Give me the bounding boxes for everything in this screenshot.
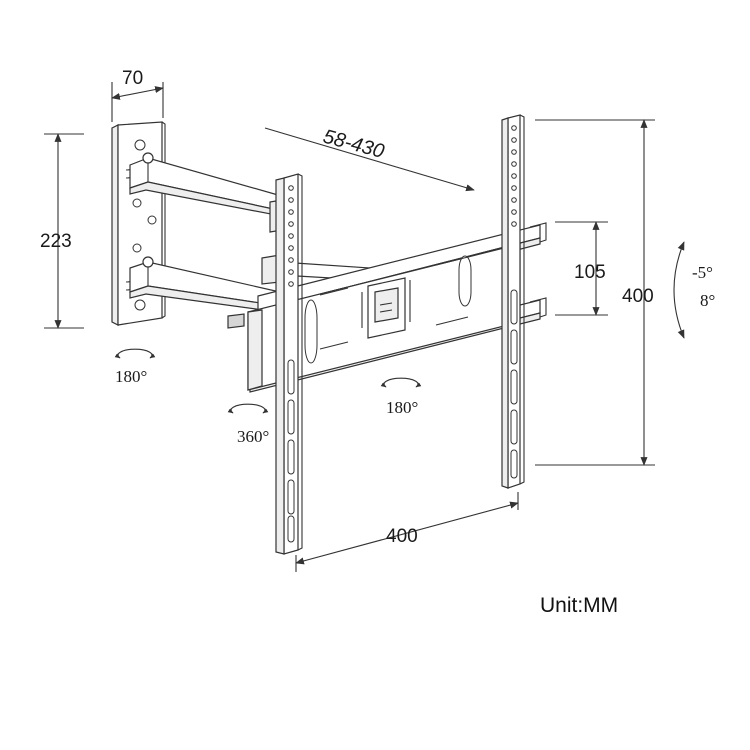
right-vesa-bracket bbox=[501, 114, 525, 489]
dimension-vesa-width: 400 bbox=[295, 492, 519, 572]
central-mount-plate bbox=[247, 243, 521, 391]
dimension-wall-plate-height: 223 bbox=[40, 133, 84, 329]
dimension-label-105: 105 bbox=[574, 262, 606, 283]
left-vesa-bracket bbox=[275, 173, 303, 555]
lower-arm bbox=[129, 254, 401, 329]
dimension-rail-spacing: 105 bbox=[555, 221, 608, 316]
tilt-indicator: -5° 8° bbox=[673, 241, 715, 339]
rotation-label-arm: 360° bbox=[237, 427, 269, 446]
dimension-label-58-430: 58-430 bbox=[321, 126, 387, 163]
unit-label: Unit:MM bbox=[540, 594, 618, 617]
tilt-down-label: 8° bbox=[700, 291, 715, 310]
dimension-label-400-height: 400 bbox=[622, 286, 654, 307]
rotation-indicator-arm: 360° bbox=[227, 403, 269, 446]
rotation-label-wall: 180° bbox=[115, 367, 147, 386]
rotation-indicator-wall: 180° bbox=[114, 348, 156, 386]
dimension-label-223: 223 bbox=[40, 231, 72, 252]
dimension-label-400-width: 400 bbox=[386, 526, 418, 547]
tilt-up-label: -5° bbox=[692, 263, 713, 282]
dimension-label-70: 70 bbox=[122, 68, 143, 89]
dimension-wall-plate-depth: 70 bbox=[111, 68, 164, 122]
rotation-label-plate: 180° bbox=[386, 398, 418, 417]
dimension-vesa-height: 400 bbox=[535, 119, 655, 466]
rotation-indicator-plate: 180° bbox=[380, 377, 422, 417]
